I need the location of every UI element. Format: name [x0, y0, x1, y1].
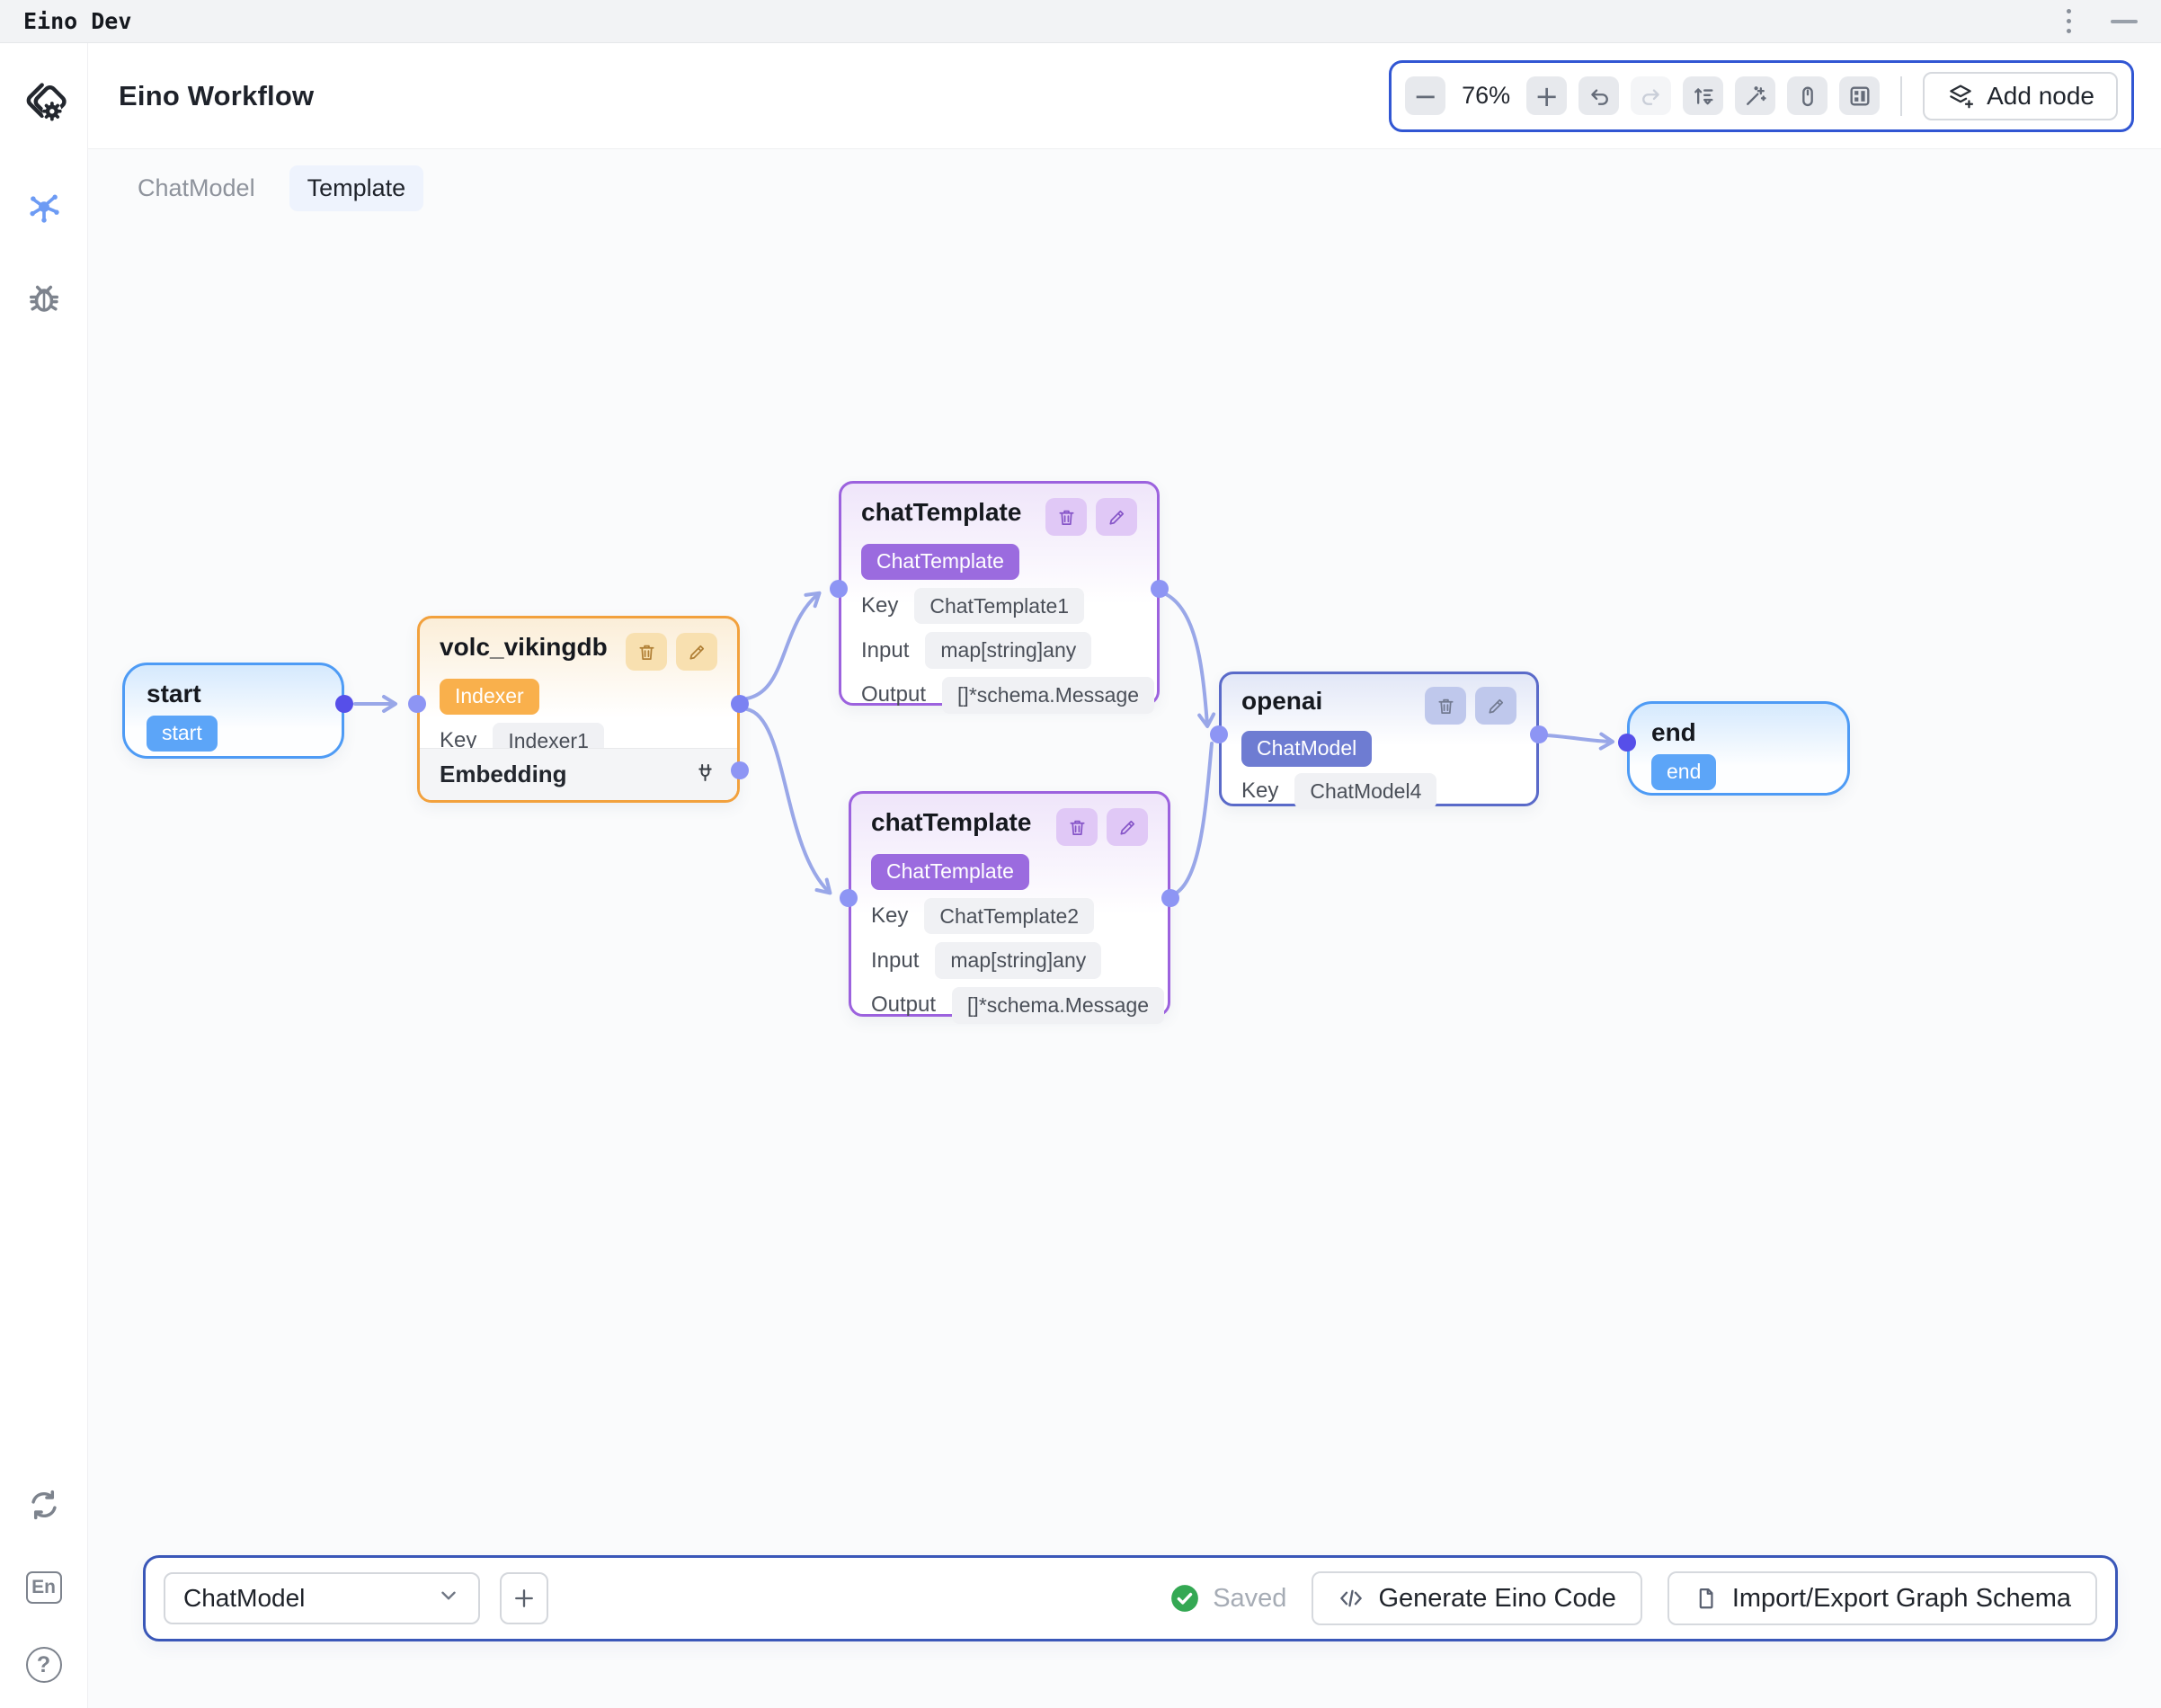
- node-title: openai: [1241, 687, 1323, 715]
- bottom-action-bar: ChatModel Saved: [143, 1555, 2118, 1641]
- pencil-icon: [689, 645, 704, 660]
- node-type-badge: ChatModel: [1241, 731, 1373, 767]
- sidebar: En ?: [0, 43, 88, 1708]
- delete-node-button[interactable]: [1045, 498, 1087, 536]
- import-export-button[interactable]: Import/Export Graph Schema: [1667, 1571, 2097, 1625]
- edge-volc-to-chattemplate1[interactable]: [745, 591, 822, 700]
- node-chattemplate-2[interactable]: chatTemplate ChatTemplate Ke: [849, 791, 1170, 1024]
- node-title: chatTemplate: [871, 808, 1032, 836]
- node-type-badge: start: [147, 716, 218, 752]
- document-icon: [1699, 1588, 1713, 1609]
- save-status: Saved: [1169, 1583, 1286, 1614]
- edge-volc-to-chattemplate2[interactable]: [745, 707, 832, 895]
- minimize-icon[interactable]: [2111, 19, 2138, 23]
- node-type-badge: ChatTemplate: [871, 854, 1029, 890]
- edit-node-button[interactable]: [676, 633, 717, 671]
- add-node-button[interactable]: Add node: [1923, 71, 2118, 120]
- edge-openai-to-end[interactable]: [1545, 732, 1614, 751]
- trash-icon: [1058, 510, 1074, 525]
- delete-node-button[interactable]: [1425, 687, 1466, 725]
- eino-logo-icon: [19, 77, 69, 132]
- minimap-button[interactable]: [1839, 76, 1881, 115]
- node-type-badge: end: [1651, 754, 1717, 790]
- redo-button[interactable]: [1631, 76, 1672, 115]
- zoom-level: 76%: [1462, 82, 1511, 109]
- node-start[interactable]: start start: [122, 663, 344, 759]
- help-icon[interactable]: ?: [25, 1647, 62, 1683]
- delete-node-button[interactable]: [1056, 808, 1098, 846]
- saved-label: Saved: [1213, 1583, 1287, 1613]
- canvas-toolbar: − 76% +: [1389, 59, 2134, 132]
- node-title: start: [147, 680, 201, 707]
- workflow-tabs: ChatModel Template: [120, 165, 424, 211]
- node-volc-vikingdb[interactable]: volc_vikingdb Indexer Key: [417, 616, 740, 803]
- node-chattemplate-1[interactable]: chatTemplate ChatTemplate Ke: [839, 481, 1160, 714]
- plug-icon: [693, 761, 717, 789]
- window-titlebar: Eino Dev: [0, 0, 2161, 43]
- page-header: Eino Workflow − 76% +: [88, 43, 2161, 149]
- tab-chatmodel[interactable]: ChatModel: [138, 174, 255, 201]
- generate-code-button[interactable]: Generate Eino Code: [1312, 1571, 1642, 1625]
- workflow-canvas[interactable]: ChatModel Template: [88, 149, 2161, 1708]
- trash-icon: [1069, 820, 1085, 835]
- node-end[interactable]: end end: [1627, 701, 1850, 796]
- node-title: chatTemplate: [861, 498, 1022, 526]
- node-title: end: [1651, 718, 1696, 746]
- edge-chattemplate2-to-openai[interactable]: [1175, 742, 1214, 894]
- more-options-icon[interactable]: [2067, 9, 2071, 33]
- auto-layout-button[interactable]: [1683, 76, 1724, 115]
- beautify-button[interactable]: [1735, 76, 1776, 115]
- node-type-badge: ChatTemplate: [861, 544, 1019, 580]
- edit-node-button[interactable]: [1107, 808, 1148, 846]
- page-title: Eino Workflow: [119, 79, 315, 111]
- node-title: volc_vikingdb: [440, 633, 608, 661]
- pencil-icon: [1119, 820, 1134, 835]
- node-type-badge: Indexer: [440, 679, 539, 715]
- refresh-icon[interactable]: [25, 1486, 63, 1528]
- code-icon: [1340, 1589, 1363, 1607]
- embedding-slot[interactable]: Embedding: [420, 748, 737, 800]
- add-graph-button[interactable]: [500, 1572, 548, 1624]
- node-openai[interactable]: openai ChatModel Key: [1219, 672, 1539, 810]
- layers-add-icon: [1950, 85, 1974, 108]
- tab-template[interactable]: Template: [289, 165, 424, 211]
- edit-node-button[interactable]: [1475, 687, 1516, 725]
- zoom-in-button[interactable]: +: [1526, 76, 1568, 115]
- language-toggle[interactable]: En: [25, 1571, 62, 1604]
- chevron-down-icon: [437, 1584, 460, 1614]
- plus-icon: [515, 1589, 533, 1607]
- window-title: Eino Dev: [23, 8, 132, 34]
- edge-chattemplate1-to-openai[interactable]: [1164, 592, 1216, 728]
- sidebar-item-debug[interactable]: [24, 279, 64, 323]
- edit-node-button[interactable]: [1096, 498, 1137, 536]
- pencil-icon: [1108, 510, 1124, 525]
- toolbar-divider: [1900, 76, 1903, 116]
- node-type-select[interactable]: ChatModel: [164, 1572, 480, 1624]
- undo-button[interactable]: [1579, 76, 1620, 115]
- sidebar-item-workflow[interactable]: [24, 188, 64, 232]
- saved-check-icon: [1171, 1585, 1199, 1612]
- trash-icon: [1437, 698, 1454, 714]
- trash-icon: [638, 645, 654, 660]
- zoom-out-button[interactable]: −: [1405, 76, 1446, 115]
- delete-node-button[interactable]: [626, 633, 667, 671]
- pencil-icon: [1488, 698, 1503, 714]
- mouse-mode-button[interactable]: [1787, 76, 1828, 115]
